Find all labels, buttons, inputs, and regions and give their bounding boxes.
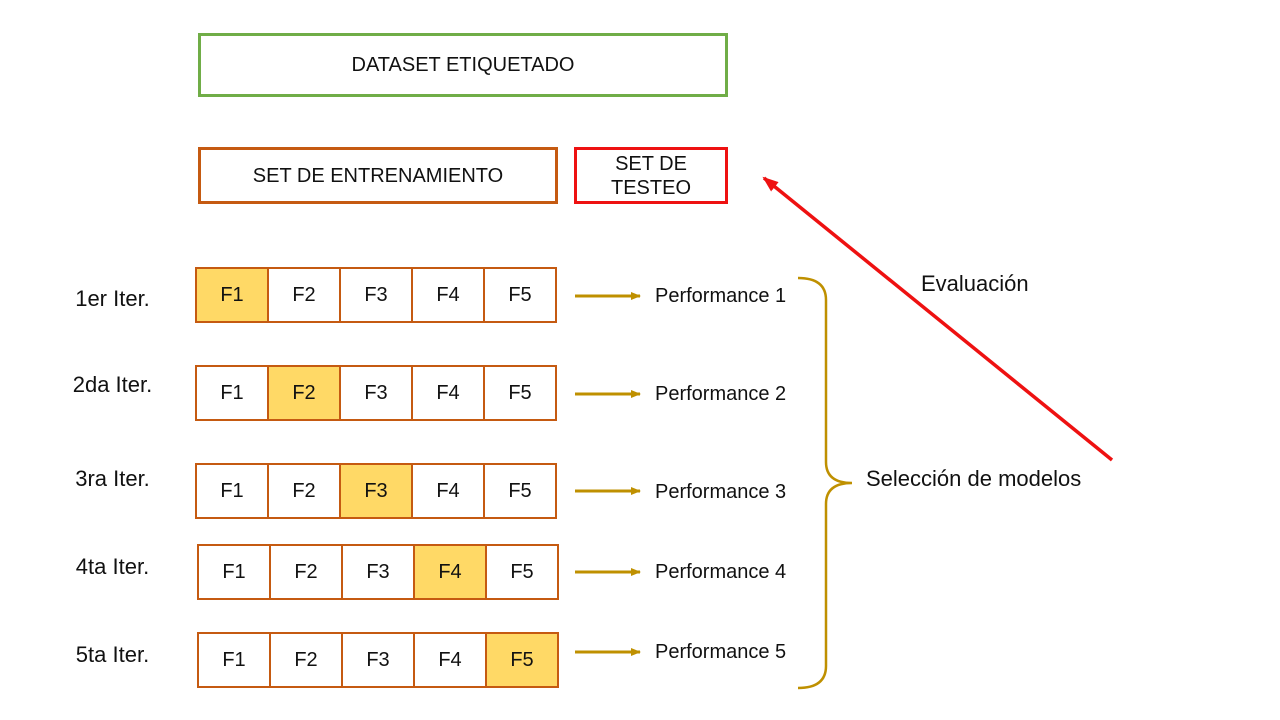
training-fold: F4 (412, 366, 484, 420)
iteration-label: 4ta Iter. (75, 554, 150, 579)
training-fold: F5 (484, 268, 556, 322)
evaluation-arrow (762, 176, 1114, 462)
model-selection-label: Selección de modelos (866, 466, 1082, 491)
performance-label: Performance 4 (655, 561, 787, 583)
test-set-box: SET DE TESTEO (574, 147, 728, 204)
performance-label: Performance 3 (655, 481, 787, 503)
training-fold: F1 (198, 633, 270, 687)
iteration-label: 2da Iter. (72, 372, 153, 397)
training-fold: F3 (342, 633, 414, 687)
training-fold: F2 (270, 633, 342, 687)
training-set-box: SET DE ENTRENAMIENTO (198, 147, 558, 204)
training-fold: F1 (198, 545, 270, 599)
validation-fold: F4 (414, 545, 486, 599)
training-fold: F2 (270, 545, 342, 599)
training-fold: F3 (342, 545, 414, 599)
performance-label: Performance 1 (655, 285, 787, 307)
training-fold: F4 (412, 268, 484, 322)
validation-fold: F3 (340, 464, 412, 518)
training-fold: F1 (196, 464, 268, 518)
training-fold: F4 (412, 464, 484, 518)
validation-fold: F1 (196, 268, 268, 322)
iteration-label: 3ra Iter. (75, 466, 150, 491)
iteration-label: 5ta Iter. (75, 642, 150, 667)
training-fold: F4 (414, 633, 486, 687)
performance-label: Performance 5 (655, 641, 787, 663)
training-set-label: SET DE ENTRENAMIENTO (252, 164, 504, 187)
training-fold: F5 (484, 366, 556, 420)
training-fold: F5 (486, 545, 558, 599)
selection-brace (797, 276, 853, 690)
training-fold: F2 (268, 268, 340, 322)
training-fold: F3 (340, 366, 412, 420)
training-fold: F1 (196, 366, 268, 420)
training-fold: F5 (484, 464, 556, 518)
test-set-label: SET DE TESTEO (610, 152, 691, 199)
iteration-label: 1er Iter. (75, 286, 150, 311)
validation-fold: F5 (486, 633, 558, 687)
training-fold: F3 (340, 268, 412, 322)
dataset-box: DATASET ETIQUETADO (198, 33, 728, 97)
validation-fold: F2 (268, 366, 340, 420)
performance-label: Performance 2 (655, 383, 787, 405)
dataset-label: DATASET ETIQUETADO (351, 54, 575, 76)
evaluation-label: Evaluación (921, 271, 1029, 296)
training-fold: F2 (268, 464, 340, 518)
